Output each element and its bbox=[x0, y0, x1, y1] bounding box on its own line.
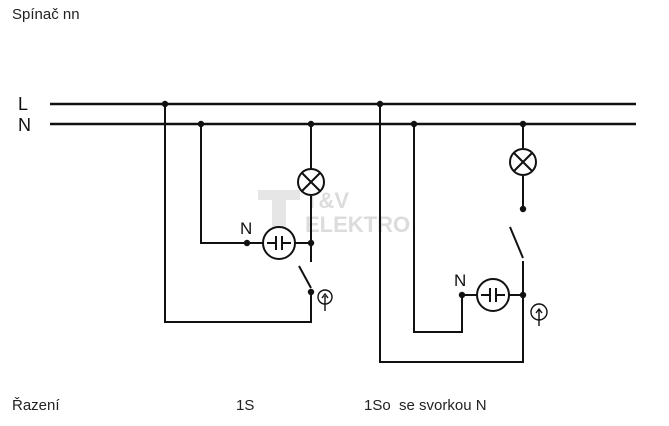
glow-indicator-icon bbox=[476, 278, 510, 312]
wire-n-indicator-1s bbox=[200, 124, 247, 244]
bus-label-n: N bbox=[18, 115, 31, 135]
wire-n-terminal-1so bbox=[413, 124, 463, 333]
wire-l-loop-1so bbox=[379, 104, 524, 363]
glow-indicator-icon bbox=[262, 226, 296, 260]
circuit-1so: N bbox=[376, 100, 548, 363]
wire-l-loop-1s bbox=[164, 104, 312, 323]
neutral-label-1s: N bbox=[240, 219, 252, 238]
neutral-label-1so: N bbox=[454, 271, 466, 290]
switch-icon bbox=[298, 265, 312, 289]
circuit-1s: N bbox=[161, 100, 333, 323]
caption-razeni: Řazení bbox=[12, 397, 60, 414]
page-title: Spínač nn bbox=[12, 6, 80, 23]
watermark-line2: ELEKTRO bbox=[305, 212, 410, 237]
lamp-icon bbox=[297, 168, 325, 196]
lamp-icon bbox=[509, 148, 537, 176]
switch-icon bbox=[509, 226, 524, 259]
bus-label-l: L bbox=[18, 94, 28, 114]
touch-symbol-icon bbox=[317, 289, 333, 311]
caption-1s: 1S bbox=[236, 397, 255, 414]
touch-symbol-icon bbox=[530, 303, 548, 326]
caption-1so: 1So se svorkou N bbox=[364, 397, 487, 414]
watermark-logo bbox=[258, 190, 300, 232]
